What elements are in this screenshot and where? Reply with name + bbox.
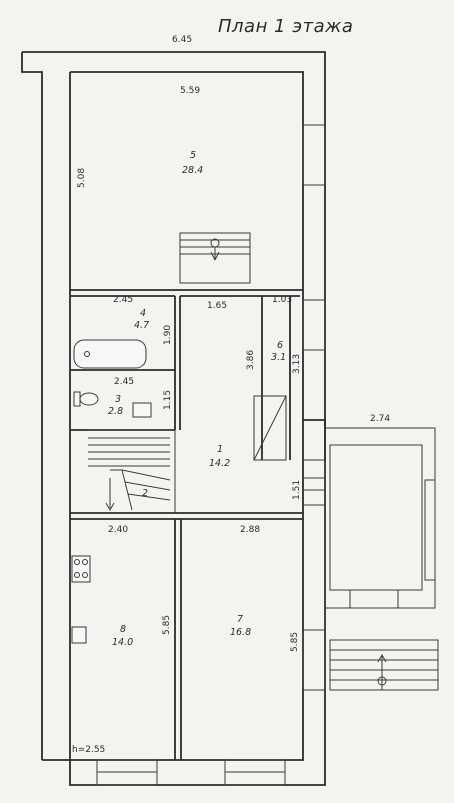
plan-title: План 1 этажа bbox=[218, 16, 353, 37]
sink bbox=[132, 402, 152, 418]
dim-room4-depth: 1.90 bbox=[163, 325, 173, 345]
dim-room8-width: 2.40 bbox=[108, 525, 128, 535]
room-3-number: 3 bbox=[115, 394, 121, 405]
kitchen-sink bbox=[71, 626, 87, 644]
window-bottom-right bbox=[224, 759, 286, 786]
room-6-stair bbox=[253, 395, 287, 461]
main-staircase bbox=[88, 429, 176, 513]
dim-hall-width: 1.65 bbox=[207, 301, 227, 311]
room-8-number: 8 bbox=[120, 624, 126, 635]
dim-room7-width: 2.88 bbox=[240, 525, 260, 535]
entrance-steps bbox=[329, 639, 439, 691]
dim-annex-width: 2.74 bbox=[370, 414, 390, 424]
room-5-area: 28.4 bbox=[182, 165, 203, 176]
room-4-number: 4 bbox=[140, 308, 146, 319]
dim-room6-width: 1.03 bbox=[272, 295, 292, 305]
stove bbox=[71, 555, 91, 583]
room-5-number: 5 bbox=[190, 150, 196, 161]
room-6-area: 3.1 bbox=[271, 352, 286, 363]
toilet bbox=[73, 391, 99, 407]
dim-room7-depth: 5.85 bbox=[290, 632, 300, 652]
dim-room8-depth: 5.85 bbox=[162, 615, 172, 635]
annex-porch bbox=[303, 419, 436, 690]
room-6-number: 6 bbox=[277, 340, 283, 351]
window-right-lower bbox=[302, 629, 326, 691]
window-bottom-left bbox=[96, 759, 158, 786]
dim-overall-width: 6.45 bbox=[172, 35, 192, 45]
dim-hall-depth: 3.86 bbox=[246, 350, 256, 370]
ceiling-height-label: h=2.55 bbox=[72, 745, 105, 755]
room-1-area: 14.2 bbox=[209, 458, 230, 469]
exterior-walls bbox=[21, 51, 326, 786]
interior-walls bbox=[70, 289, 303, 760]
room-8-area: 14.0 bbox=[112, 637, 133, 648]
room-5 bbox=[179, 232, 251, 284]
dim-room6-depth: 3.13 bbox=[292, 354, 302, 374]
dim-room4-width: 2.45 bbox=[113, 295, 133, 305]
dim-room3-width: 2.45 bbox=[114, 377, 134, 387]
room-1-number: 1 bbox=[217, 444, 223, 455]
room-2-number: 2 bbox=[142, 488, 148, 499]
dim-room5-width: 5.59 bbox=[180, 86, 200, 96]
room-7-number: 7 bbox=[237, 614, 243, 625]
room-4-area: 4.7 bbox=[134, 320, 149, 331]
window-right-upper bbox=[302, 124, 326, 186]
dim-stair-gap: 1.51 bbox=[292, 480, 302, 500]
dimensions: 6.45 5.59 5.08 2.45 1.65 1.03 1.90 2.45 … bbox=[77, 35, 390, 652]
bathtub bbox=[73, 339, 147, 369]
room-labels: 5 28.4 4 4.7 6 3.1 3 2.8 1 14.2 2 7 16.8… bbox=[108, 150, 286, 648]
dim-room5-depth: 5.08 bbox=[77, 168, 87, 188]
dim-room3-depth: 1.15 bbox=[163, 390, 173, 410]
room-3-area: 2.8 bbox=[108, 406, 123, 417]
room-7-area: 16.8 bbox=[230, 627, 251, 638]
window-right-mid bbox=[302, 299, 326, 351]
